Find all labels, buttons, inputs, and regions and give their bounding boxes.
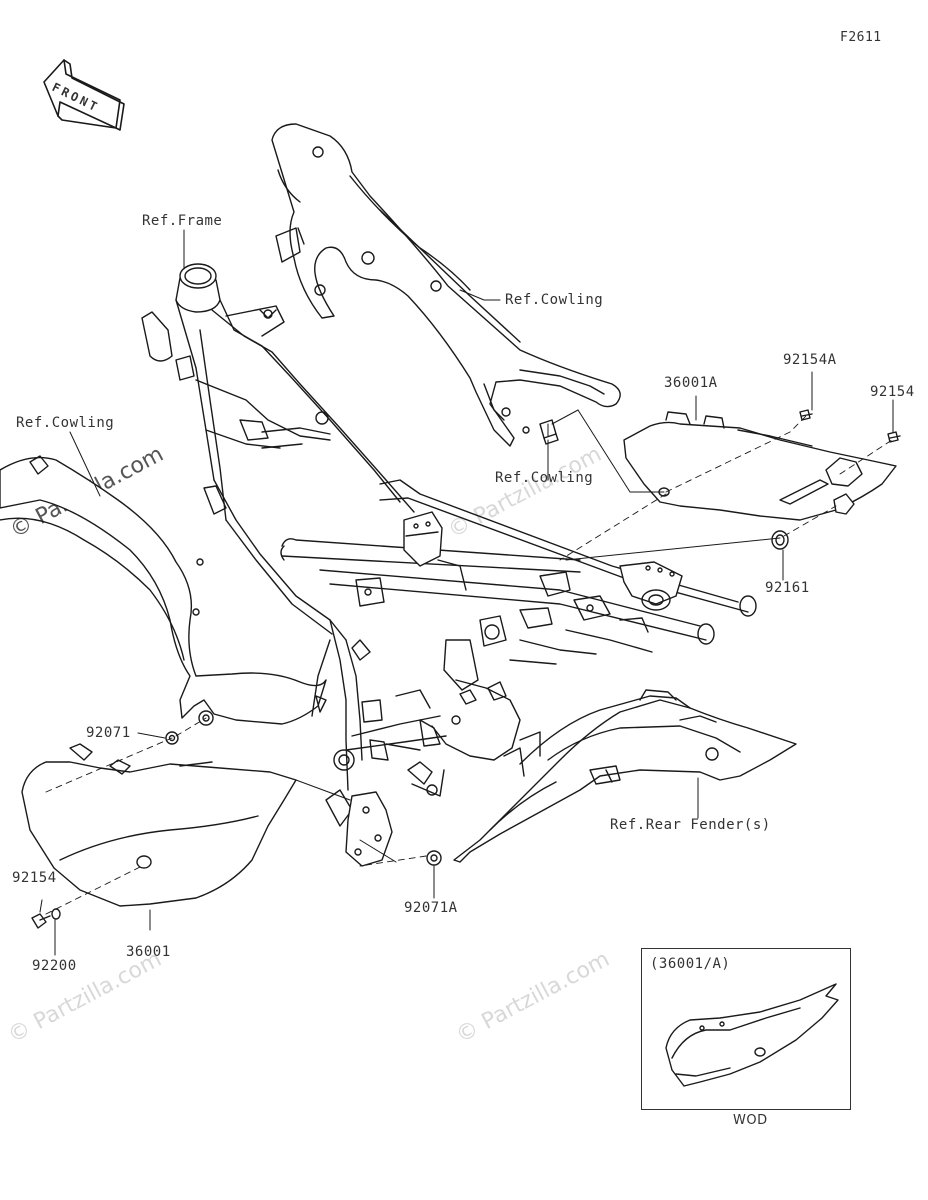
side-cover-36001 — [21, 743, 297, 907]
callout-part-92154a[interactable]: 92154A — [783, 352, 837, 368]
bolt-92154-right — [887, 431, 901, 443]
inset-title: (36001/A) — [650, 956, 731, 972]
front-arrow-icon — [43, 59, 125, 131]
callout-ref-cowling-left[interactable]: Ref.Cowling — [16, 415, 115, 431]
callout-ref-cowling-mid[interactable]: Ref.Cowling — [495, 470, 594, 486]
callout-part-92154-right[interactable]: 92154 — [870, 384, 915, 400]
clip-bracket — [833, 493, 855, 515]
assembly-lines — [295, 537, 781, 863]
washer-92071a — [426, 850, 442, 866]
callout-part-92161[interactable]: 92161 — [765, 580, 810, 596]
variant-inset-box — [641, 948, 851, 1110]
callout-part-92071a[interactable]: 92071A — [404, 900, 458, 916]
bolt-92154-left — [31, 913, 51, 929]
left-cowling-outline — [0, 455, 327, 726]
frame-outline — [141, 263, 757, 867]
callout-part-36001a[interactable]: 36001A — [664, 375, 718, 391]
grommet-92161 — [771, 530, 789, 550]
inset-side-cover — [665, 983, 839, 1087]
callout-ref-cowling-top[interactable]: Ref.Cowling — [505, 292, 604, 308]
rear-fender-outline — [453, 689, 797, 863]
upper-cowling-outline — [271, 123, 621, 447]
leader-lines — [39, 229, 894, 956]
callout-part-36001[interactable]: 36001 — [126, 944, 171, 960]
callout-ref-rear-fender[interactable]: Ref.Rear Fender(s) — [610, 817, 771, 833]
bolt-92154a — [799, 409, 813, 421]
callout-ref-frame[interactable]: Ref.Frame — [142, 213, 223, 229]
dashed-assembly-lines — [45, 415, 893, 915]
grommet-nut — [539, 419, 559, 445]
washer-92200 — [51, 908, 61, 920]
figure-code: F2611 — [840, 30, 882, 45]
callout-part-92200[interactable]: 92200 — [32, 958, 77, 974]
callout-part-92154-left[interactable]: 92154 — [12, 870, 57, 886]
side-cover-36001a — [623, 411, 897, 521]
callout-part-92071[interactable]: 92071 — [86, 725, 131, 741]
inset-caption: WOD — [733, 1113, 768, 1128]
